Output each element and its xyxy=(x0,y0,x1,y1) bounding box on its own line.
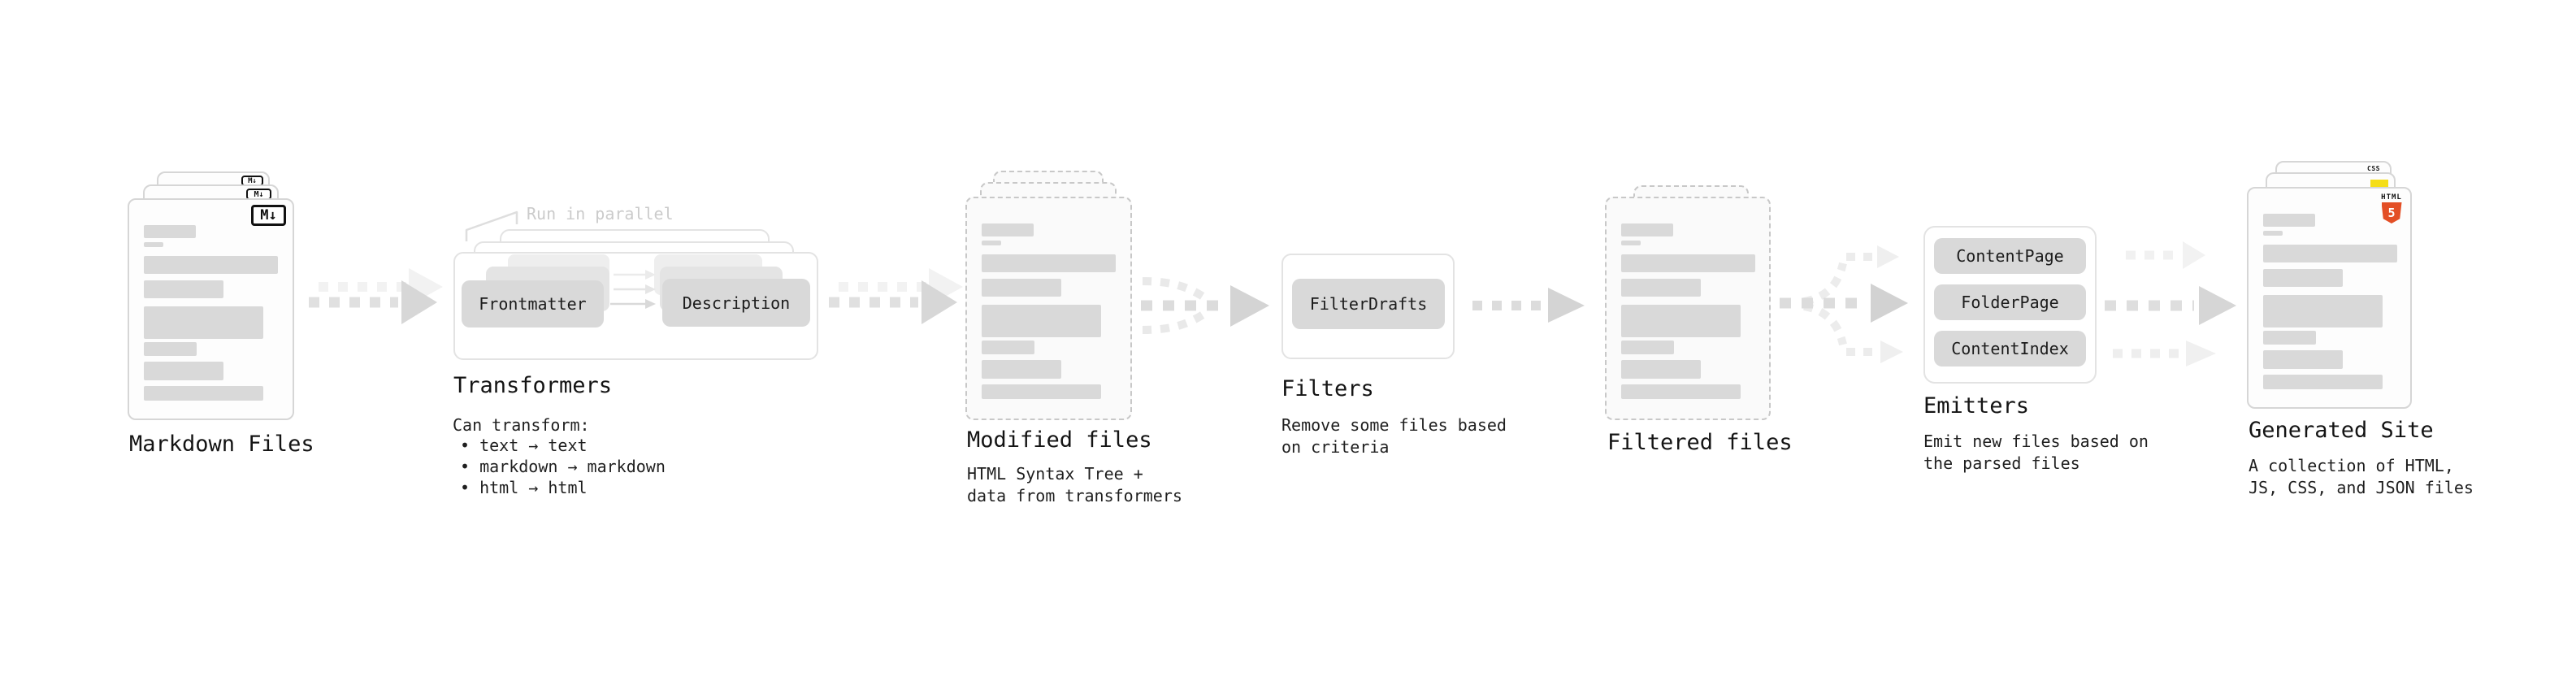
text-line-bar xyxy=(1621,223,1673,236)
text-line-bar xyxy=(144,386,263,401)
emitters-description: Emit new files based on the parsed files xyxy=(1923,431,2149,475)
text-line-bar xyxy=(144,280,223,298)
description-line: on criteria xyxy=(1281,437,1390,457)
arrow-filtered-to-emitters-fanout xyxy=(1780,245,1908,363)
text-line-bar xyxy=(144,256,278,274)
html5-icon: HTML 5 xyxy=(2381,194,2402,223)
generated-html-file-card: HTML 5 xyxy=(2247,187,2412,409)
markdown-file-card-front: M↓ xyxy=(128,198,294,420)
css-icon-label: CSS xyxy=(2367,165,2380,172)
filtered-files-title: Filtered files xyxy=(1607,430,1793,455)
transformers-subtitle: Can transform: xyxy=(453,415,590,435)
text-line-bar xyxy=(1621,360,1701,379)
markdown-icon: M↓ xyxy=(251,205,286,226)
modified-files-title: Modified files xyxy=(967,427,1152,453)
emitters-title: Emitters xyxy=(1923,393,2030,419)
text-line-bar xyxy=(1621,241,1641,245)
html5-icon-label: HTML xyxy=(2381,193,2402,202)
text-line-bar xyxy=(144,342,197,356)
description-line: data from transformers xyxy=(967,486,1182,505)
modified-file-card-front xyxy=(965,197,1132,420)
bullet-item: • text → text xyxy=(460,436,588,455)
transformers-title: Transformers xyxy=(453,373,613,398)
description-line: Emit new files based on xyxy=(1923,432,2149,451)
emitter-pill-contentpage: ContentPage xyxy=(1934,238,2086,274)
text-line-bar xyxy=(982,360,1061,379)
text-line-bar xyxy=(1621,340,1674,354)
arrow-emitters-to-site xyxy=(2105,241,2236,367)
description-line: JS, CSS, and JSON files xyxy=(2249,478,2474,497)
text-line-bar xyxy=(2263,375,2383,389)
text-line-bar xyxy=(144,362,223,380)
html5-shield: 5 xyxy=(2381,202,2402,223)
description-line: the parsed files xyxy=(1923,453,2080,473)
emitter-pill-folderpage: FolderPage xyxy=(1934,284,2086,320)
text-line-bar xyxy=(2263,214,2315,227)
transformers-bullet-list: • text → text • markdown → markdown • ht… xyxy=(460,435,666,498)
text-line-bar xyxy=(982,279,1061,297)
description-line: HTML Syntax Tree + xyxy=(967,464,1143,484)
frontmatter-pill: Frontmatter xyxy=(462,280,604,327)
text-line-bar xyxy=(144,242,163,247)
text-line-bar xyxy=(1621,305,1741,337)
text-line-bar xyxy=(2263,350,2343,369)
run-in-parallel-annotation: Run in parallel xyxy=(527,204,674,223)
markdown-files-label: Markdown Files xyxy=(129,432,314,457)
text-line-bar xyxy=(2263,295,2383,327)
filtered-file-card-front xyxy=(1605,197,1771,420)
text-line-bar xyxy=(982,384,1101,399)
description-line: Remove some files based xyxy=(1281,415,1507,435)
text-line-bar xyxy=(982,241,1001,245)
text-line-bar xyxy=(982,223,1034,236)
bullet-item: • html → html xyxy=(460,478,588,497)
arrow-markdown-to-transformers xyxy=(309,268,443,324)
filterdrafts-pill: FilterDrafts xyxy=(1292,279,1445,329)
text-line-bar xyxy=(2263,269,2343,287)
text-line-bar xyxy=(144,306,263,339)
generated-site-description: A collection of HTML, JS, CSS, and JSON … xyxy=(2249,455,2474,499)
text-line-bar xyxy=(2263,245,2397,262)
text-line-bar xyxy=(1621,279,1701,297)
generated-site-title: Generated Site xyxy=(2249,418,2434,443)
emitter-pill-contentindex: ContentIndex xyxy=(1934,331,2086,367)
filters-title: Filters xyxy=(1281,376,1374,401)
text-line-bar xyxy=(982,305,1101,337)
text-line-bar xyxy=(144,225,196,238)
text-line-bar xyxy=(982,254,1116,272)
text-line-bar xyxy=(2263,331,2316,345)
description-pill: Description xyxy=(662,279,810,327)
description-line: A collection of HTML, xyxy=(2249,456,2454,475)
text-line-bar xyxy=(1621,254,1755,272)
text-line-bar xyxy=(2263,231,2283,236)
filters-description: Remove some files based on criteria xyxy=(1281,414,1507,458)
arrow-filters-to-filtered xyxy=(1472,288,1585,323)
bullet-item: • markdown → markdown xyxy=(460,457,666,476)
text-line-bar xyxy=(982,340,1034,354)
text-line-bar xyxy=(1621,384,1741,399)
arrow-transformers-to-modified xyxy=(829,268,963,324)
modified-files-description: HTML Syntax Tree + data from transformer… xyxy=(967,463,1182,507)
arrow-modified-to-filters-merge xyxy=(1141,277,1269,334)
